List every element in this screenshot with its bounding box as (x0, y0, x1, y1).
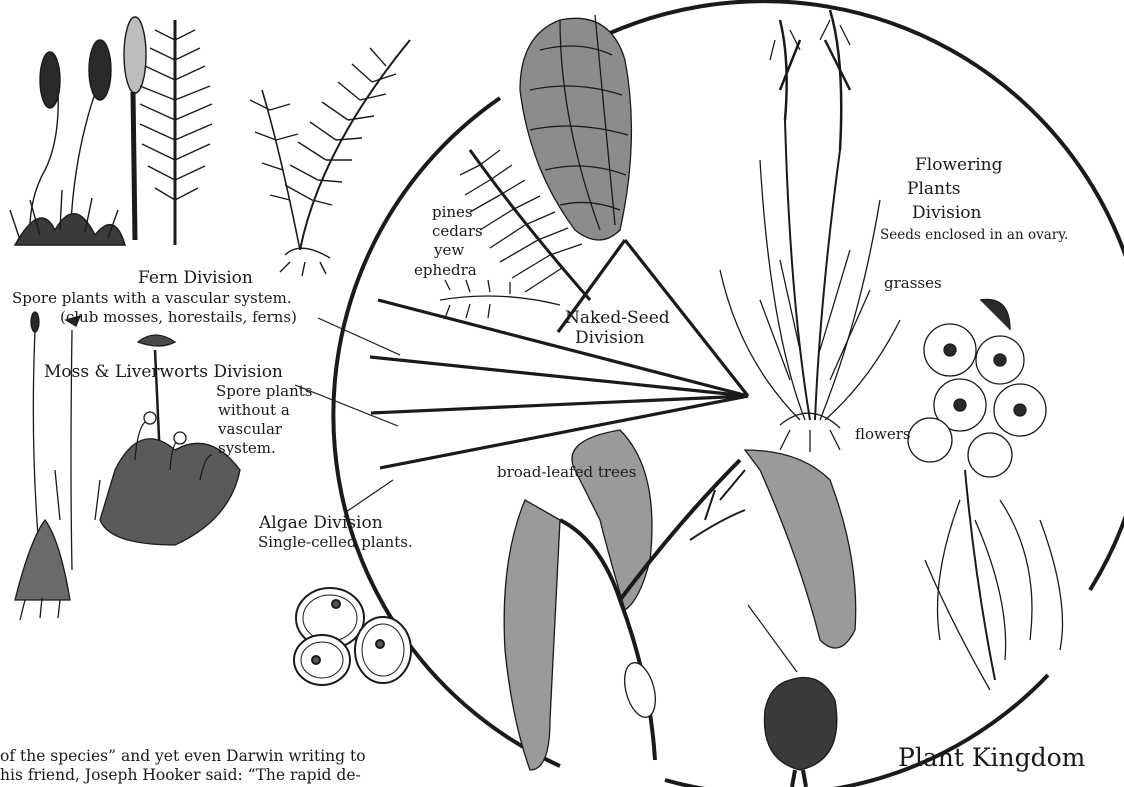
division-line-4 (380, 396, 748, 468)
naked-seed-example: cedars (432, 224, 483, 240)
fern-frond-drawing (250, 40, 410, 276)
moss-division-desc-line: without a (218, 403, 290, 419)
division-line-3 (371, 396, 748, 413)
broad-leafed-trees-label: broad-leafed trees (497, 465, 636, 481)
algae-division-desc: Single-celled plants. (258, 535, 413, 551)
fern-illustrations (10, 17, 410, 276)
algae-division-name: Algae Division (259, 515, 383, 533)
body-text-line: of the species” and yet even Darwin writ… (0, 747, 366, 766)
alder-cone (764, 678, 836, 771)
algae-cells (294, 588, 411, 685)
horsetail-drawing (124, 17, 212, 245)
fern-division-desc: Spore plants with a vascular system. (12, 291, 292, 307)
naked-seed-division-name: Naked-Seed (565, 310, 670, 328)
naked-seed-example: ephedra (414, 263, 477, 279)
moss-division-name: Moss & Liverworts Division (44, 364, 283, 382)
flowering-division-name: Plants (907, 181, 961, 199)
algae-cell-3 (355, 617, 411, 683)
flowering-division-name: Flowering (915, 157, 1002, 175)
catkin-3 (745, 450, 856, 648)
flowers-label: flowers (855, 427, 911, 443)
moss-illustrations (15, 312, 240, 620)
page-title: Plant Kingdom (898, 745, 1085, 771)
flower-illustration (908, 299, 1063, 690)
naked-seed-example: pines (432, 205, 473, 221)
grasses-label: grasses (884, 276, 942, 292)
flowering-division-desc: Seeds enclosed in an ovary. (880, 228, 1068, 242)
cone-leader (748, 605, 797, 672)
fern-leader (318, 318, 400, 355)
naked-seed-division-name: Division (575, 330, 644, 348)
moss-division-desc-line: vascular (218, 422, 282, 438)
body-text-line: his friend, Joseph Hooker said: “The rap… (0, 766, 366, 785)
algae-leader (346, 480, 393, 512)
fern-division-name: Fern Division (138, 270, 253, 288)
circle-arc-top-right (585, 1, 1124, 590)
division-line-2 (370, 357, 748, 396)
flowering-division-name: Division (912, 205, 981, 223)
division-line-1 (378, 300, 748, 396)
body-text: of the species” and yet even Darwin writ… (0, 747, 366, 784)
catkin-1 (504, 500, 560, 770)
naked-seed-example: yew (434, 243, 464, 259)
grass-illustration (720, 10, 900, 452)
moss-division-desc-line: Spore plants (216, 384, 312, 400)
catkin-illustration (504, 430, 856, 787)
club-moss-drawing (10, 40, 125, 245)
moss-division-desc-line: system. (218, 441, 276, 457)
fern-division-examples: (club mosses, horestails, ferns) (60, 310, 297, 326)
